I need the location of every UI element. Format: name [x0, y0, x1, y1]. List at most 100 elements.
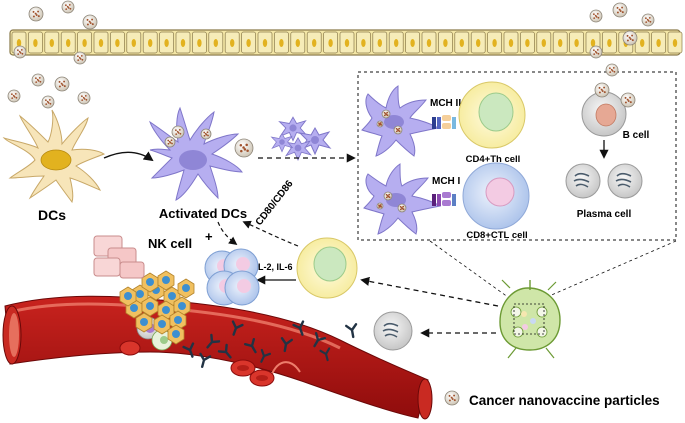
epithelial-nucleus: [180, 39, 186, 47]
epithelial-nucleus: [49, 39, 54, 47]
lymph-node-detail-box: [357, 71, 677, 241]
nanovaccine-particles: [7, 0, 655, 213]
epithelial-nucleus: [262, 39, 268, 47]
lymph-node-icon: [499, 279, 561, 359]
epithelial-nucleus: [328, 39, 333, 47]
epithelial-nucleus: [541, 39, 546, 47]
epithelial-nucleus: [16, 39, 22, 47]
epithelial-nucleus: [344, 39, 350, 47]
antibody-icon: [217, 343, 232, 359]
mhc-i-label: MCH I: [432, 176, 461, 187]
zoom-line-right: [539, 240, 677, 301]
epithelial-nucleus: [640, 39, 645, 47]
nanovaccine-particle-icon: [444, 390, 460, 406]
epithelial-nucleus: [394, 39, 399, 47]
plasma-cells: [565, 163, 643, 199]
epithelial-nucleus: [148, 39, 153, 47]
antibody-group: [182, 320, 358, 368]
b-cell-label: B cell: [623, 130, 650, 141]
migrating-dcs: [270, 116, 332, 161]
epithelial-nucleus: [295, 39, 300, 47]
cd4-th-label: CD4+Th cell: [466, 154, 521, 165]
activation-arrow: [103, 151, 154, 162]
nanovaccine-particle-icon: [7, 89, 21, 103]
activated-dendritic-cell: [149, 106, 243, 201]
epithelial-nucleus: [377, 39, 382, 47]
nanovaccine-particle-icon: [444, 390, 460, 406]
antibody-icon: [280, 337, 293, 353]
migrating-dc: [278, 116, 308, 142]
nanovaccine-particle-icon: [77, 91, 91, 105]
epithelial-nucleus: [164, 39, 169, 47]
epithelial-nucleus: [443, 39, 448, 47]
nanovaccine-particle-icon: [381, 109, 391, 119]
nanovaccine-particle-icon: [612, 2, 628, 18]
mhc-ii-tcr-complex: [432, 115, 456, 129]
legend-nanovaccine-label: Cancer nanovaccine particles: [469, 393, 660, 408]
th-nucleus: [478, 92, 514, 132]
epithelial-nucleus: [246, 39, 251, 47]
epithelium-layer: [9, 29, 683, 56]
migrating-dc: [298, 126, 332, 156]
plus-label: +: [205, 229, 213, 244]
nanovaccine-particle-icon: [605, 63, 619, 77]
nanovaccine-particle-icon: [61, 0, 75, 14]
antibody-icon: [260, 348, 272, 363]
nanovaccine-particle-icon: [376, 120, 384, 128]
epithelial-nucleus: [656, 39, 661, 47]
epithelial-nucleus: [82, 39, 87, 47]
nanovaccine-particle-icon: [41, 95, 55, 109]
nanovaccine-particle-icon: [28, 6, 44, 22]
antibody-icon: [319, 347, 331, 362]
tumor-cell: [157, 270, 175, 291]
epithelial-nucleus: [230, 39, 235, 47]
tumor-cell: [153, 314, 171, 335]
epithelial-nucleus: [33, 39, 38, 47]
epithelial-nucleus: [312, 39, 317, 47]
epithelial-nucleus: [525, 39, 530, 47]
legend: Cancer nanovaccine particles: [444, 390, 660, 408]
mhc-ii-label: MCH II: [430, 98, 461, 109]
antibody-icon: [313, 331, 327, 348]
ctl-nucleus: [485, 177, 515, 207]
nanovaccine-particle-icon: [82, 14, 98, 30]
epithelial-nucleus: [558, 39, 563, 47]
tumor-cell: [141, 296, 159, 317]
red-blood-cells: [119, 340, 275, 387]
circulating-plasma-cell: [373, 311, 413, 351]
epithelial-nucleus: [131, 39, 136, 47]
epithelial-nucleus: [508, 39, 514, 47]
epithelial-nucleus: [66, 39, 71, 47]
tumor-cell: [119, 286, 137, 307]
epithelial-nucleus: [115, 39, 120, 47]
tumor-cell: [177, 278, 195, 299]
nk-cell-label: NK cell: [148, 236, 192, 251]
nanovaccine-particle-icon: [397, 203, 407, 213]
nanovaccine-particle-icon: [383, 191, 393, 201]
activated-t-cell-cluster: [204, 248, 260, 306]
nanovaccine-particle-icon: [376, 202, 384, 210]
epithelial-nucleus: [607, 39, 612, 47]
nanovaccine-particle-icon: [73, 51, 87, 65]
migrating-dc: [270, 132, 294, 153]
nanovaccine-particle-icon: [200, 128, 212, 140]
tumor-cell: [169, 310, 187, 331]
epithelial-nucleus: [410, 39, 415, 47]
dendritic-cell: [2, 109, 106, 204]
epithelial-nucleus: [492, 39, 497, 47]
antibody-icon: [199, 352, 212, 368]
antibody-icon: [206, 333, 221, 349]
helper-t-nucleus: [313, 246, 347, 282]
zoom-line-left: [429, 240, 513, 301]
t-cell-migration-arrow: [360, 276, 499, 307]
tumor-cell: [167, 324, 185, 345]
il-label: IL-2, IL-6: [255, 262, 292, 272]
epithelial-nucleus: [279, 39, 284, 47]
nanovaccine-particle-icon: [13, 45, 27, 59]
mhc-i-tcr-complex: [432, 192, 456, 206]
activation-to-nk-arrow: [217, 221, 238, 246]
b-cell-nucleus: [595, 103, 617, 127]
epithelial-nucleus: [476, 39, 481, 47]
activated-dcs-label: Activated DCs: [159, 206, 247, 221]
